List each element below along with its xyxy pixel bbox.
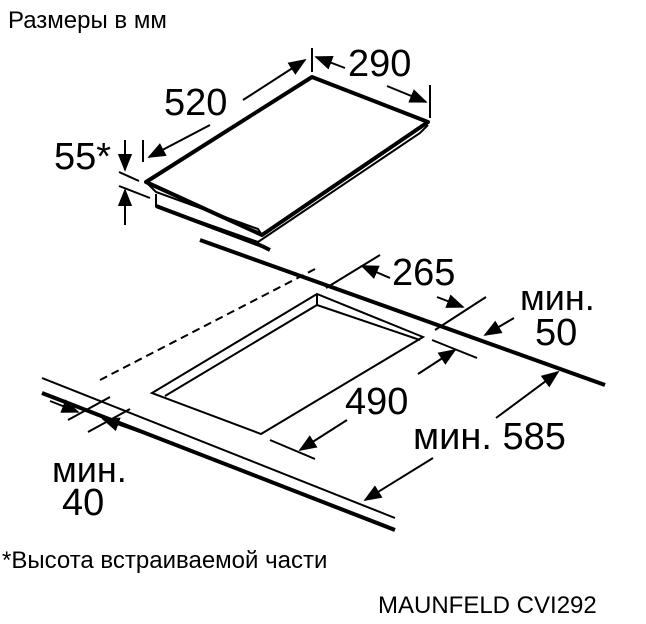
worktop [41, 238, 606, 532]
label-min-rear: мин. [520, 277, 595, 318]
dim-min-585 [363, 370, 560, 501]
label-265: 265 [392, 252, 456, 294]
dim-265 [325, 254, 487, 331]
label-55: 55* [54, 136, 112, 178]
dim-min-40 [49, 396, 141, 433]
dim-520 [142, 48, 313, 162]
label-290: 290 [348, 43, 412, 85]
cutout [149, 292, 426, 436]
model-name: MAUNFELD CVI292 [378, 592, 597, 619]
dim-55 [117, 140, 151, 225]
dim-490 [269, 339, 478, 460]
hob-outline [144, 75, 430, 252]
page-title: Размеры в мм [8, 7, 167, 34]
label-50: 50 [535, 312, 578, 354]
label-min-585: мин. 585 [413, 416, 566, 458]
label-490: 490 [345, 381, 409, 423]
dim-290 [314, 56, 431, 118]
label-40: 40 [62, 482, 105, 524]
footnote: *Высота встраиваемой части [2, 547, 328, 574]
dim-min-50 [483, 317, 515, 336]
label-min-front: мин. [52, 449, 127, 490]
label-520: 520 [164, 82, 228, 124]
